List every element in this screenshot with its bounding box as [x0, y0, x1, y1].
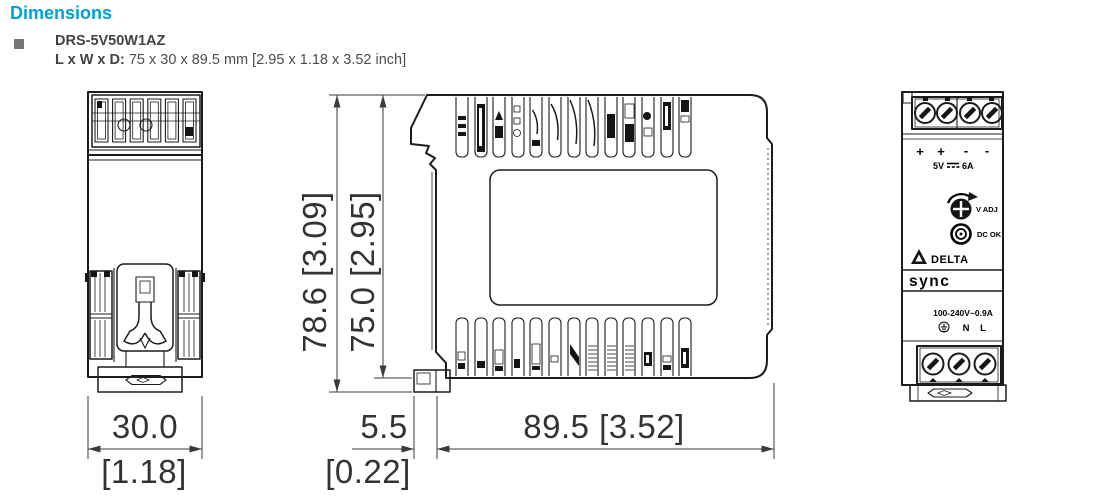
dc-ok-led-icon: [950, 223, 972, 245]
dc-symbol-icon: [947, 162, 960, 168]
drawing-front-view: + + - - 5V 6A: [901, 91, 1007, 402]
dc-ok-label: DC OK: [977, 230, 1002, 239]
input-rating-text: 100-240V~0.9A: [933, 308, 993, 318]
earth-ground-icon: [938, 321, 950, 333]
square-bullet-icon: [14, 39, 24, 49]
v-adj-label: V ADJ: [976, 205, 998, 214]
dim-clip-inch: [0.22]: [325, 453, 411, 490]
polarity-minus: -: [964, 143, 968, 158]
output-rating: + + - - 5V 6A: [916, 143, 989, 171]
output-current: 6A: [962, 161, 974, 171]
side-view-label-plate: [489, 169, 718, 306]
width-dimension: 30.0 [1.18]: [87, 396, 203, 490]
screw-hole-icon: [117, 118, 131, 132]
v-adj-control: V ADJ: [946, 192, 998, 220]
drawing-side-view: 78.6 [3.09] 75.0 [2.95] 5.5 [0.22] 89.5 …: [296, 94, 775, 490]
polarity-plus: +: [916, 144, 924, 159]
top-view-terminal-block: [91, 94, 201, 148]
size-value: 75 x 30 x 89.5 mm [2.95 x 1.18 x 3.52 in…: [128, 52, 407, 68]
drawing-top-view: 30.0 [1.18]: [85, 91, 205, 490]
series-name: sync: [909, 273, 950, 290]
side-view-din-foot: [413, 369, 451, 393]
page-title: Dimensions: [10, 3, 113, 23]
polarity-minus: -: [985, 143, 989, 158]
screw-terminal-icon: [973, 352, 997, 376]
depth-dimensions: 5.5 [0.22] 89.5 [3.52]: [325, 383, 775, 490]
arrow-icon: [968, 192, 978, 201]
series-band: sync: [902, 269, 1003, 292]
terminal-neutral-label: N: [963, 323, 970, 334]
screw-terminal-icon: [947, 352, 971, 376]
front-view-din-foot: [909, 384, 1007, 402]
delta-logo-icon: [911, 249, 927, 264]
slide-handle-icon: [125, 374, 167, 386]
size-label: L x W x D:: [55, 52, 125, 68]
dim-height-body: 75.0 [2.95]: [344, 191, 381, 352]
top-view-body-outline: [87, 91, 203, 378]
screw-terminal-icon: [959, 102, 981, 124]
model-number: DRS-5V50W1AZ: [55, 33, 166, 49]
spring-clip-icon: [123, 302, 146, 345]
dim-height-overall: 78.6 [3.09]: [296, 191, 333, 352]
side-view-body-outline: [410, 94, 773, 379]
side-view-bottom-vents: [455, 317, 692, 376]
dc-ok-indicator: DC OK: [950, 223, 1002, 245]
polarity-plus: +: [937, 144, 945, 159]
dim-clip-mm: 5.5: [360, 408, 407, 445]
height-dimensions: 78.6 [3.09] 75.0 [2.95]: [296, 94, 425, 393]
v-adj-knob-icon: [950, 198, 972, 220]
screw-terminal-icon: [914, 102, 936, 124]
output-voltage: 5V: [933, 161, 944, 171]
screw-terminal-icon: [921, 352, 945, 376]
dim-width-mm: 30.0: [112, 408, 178, 445]
dim-width-inch: [1.18]: [101, 453, 187, 490]
side-view-top-vents: [455, 97, 692, 158]
output-terminal-block: [911, 96, 1003, 130]
dim-depth: 89.5 [3.52]: [523, 408, 684, 445]
screw-hole-icon: [139, 118, 153, 132]
terminal-line-label: L: [980, 323, 986, 334]
input-rating: 100-240V~0.9A N L: [933, 308, 993, 334]
brand-logo: DELTA: [911, 249, 969, 266]
top-view-din-clip: [85, 263, 205, 393]
brand-name: DELTA: [931, 254, 969, 266]
screw-terminal-icon: [981, 102, 1003, 124]
screw-terminal-icon: [936, 102, 958, 124]
heatsink-fins: [588, 345, 634, 371]
top-view-cover-ribs: [88, 149, 202, 161]
input-terminal-block: [916, 345, 1002, 385]
slide-handle-icon: [927, 388, 973, 398]
size-line: L x W x D: 75 x 30 x 89.5 mm [2.95 x 1.1…: [55, 52, 406, 68]
